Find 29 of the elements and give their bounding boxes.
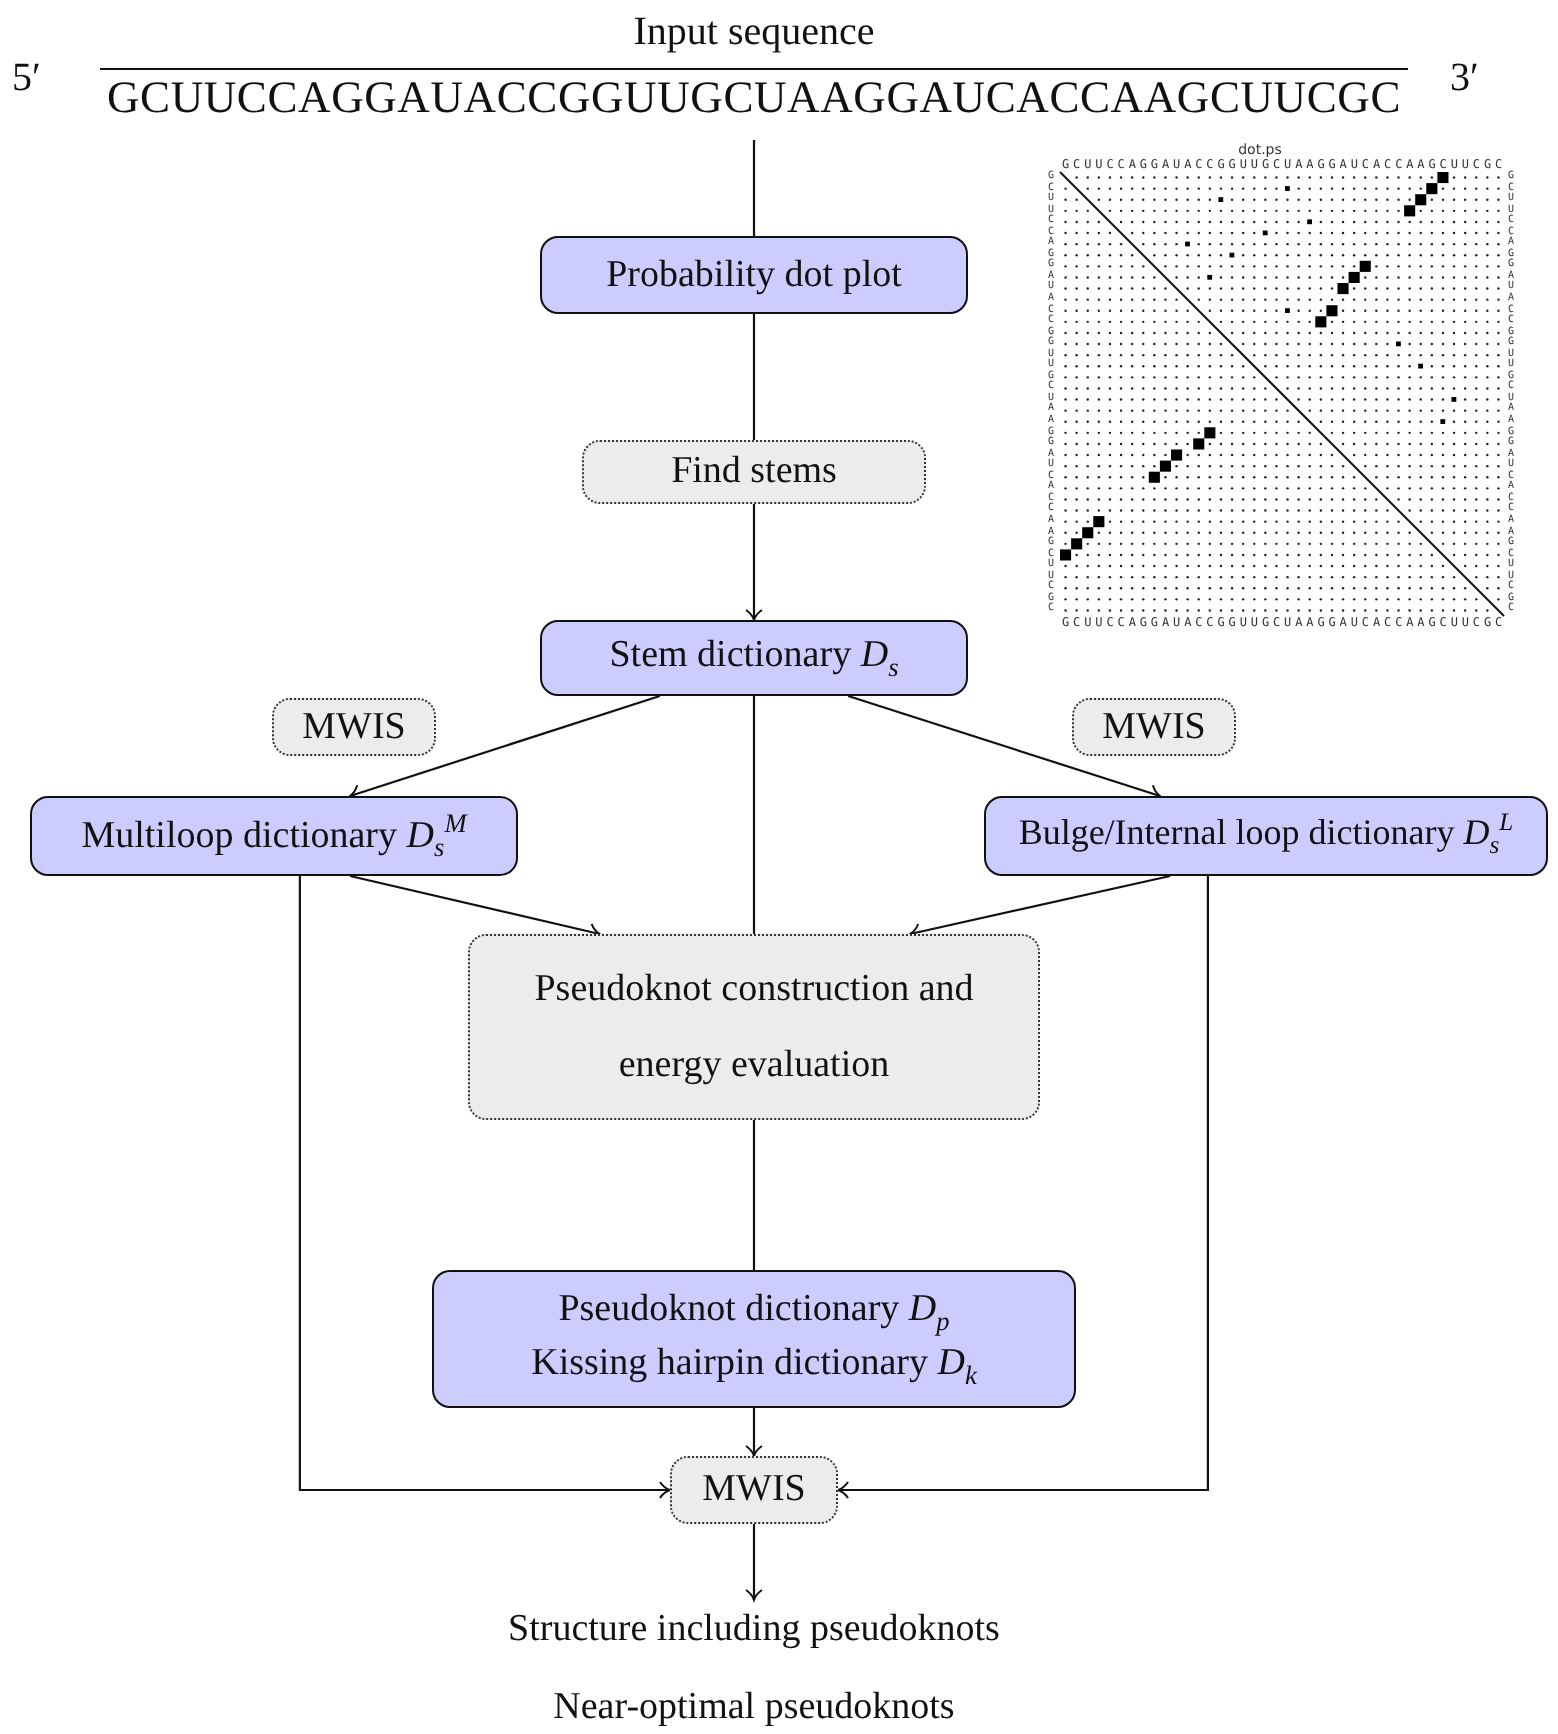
- connector-line: [752, 314, 756, 440]
- process-box: [432, 1270, 1076, 1408]
- box-label: Stem dictionary D$_{s}$: [609, 631, 899, 685]
- connector-line: [752, 696, 756, 934]
- step-box: [272, 698, 436, 756]
- box-label: MWIS: [302, 703, 406, 751]
- process-box: [984, 796, 1548, 876]
- sequence-text: GCUUCCAGGAUACCGGUUGCUAAGGAUCACCAAGCUUCGC: [100, 68, 1408, 126]
- step-box: [468, 934, 1040, 1120]
- step-box: [1072, 698, 1236, 756]
- output-text: Near-optimal pseudoknots: [553, 1683, 955, 1731]
- connector-line: [752, 1120, 756, 1270]
- box-label: Kissing hairpin dictionary D$_{k}$: [531, 1339, 977, 1392]
- process-box: [540, 620, 968, 696]
- process-box: [30, 796, 518, 876]
- connector-line: [752, 140, 756, 236]
- box-label: Find stems: [671, 448, 837, 496]
- strand-end-label: 3′: [1450, 54, 1479, 104]
- box-label: Pseudoknot construction and energy evaluation: [532, 965, 976, 1089]
- box-label: Probability dot plot: [606, 251, 902, 299]
- strand-end-label: 5′: [12, 54, 41, 104]
- box-label: MWIS: [1102, 703, 1206, 751]
- step-box: [670, 1456, 838, 1524]
- box-label: MWIS: [702, 1466, 806, 1514]
- sequence-heading: Input sequence: [633, 8, 875, 58]
- step-box: [582, 440, 926, 504]
- output-text: Structure including pseudoknots: [508, 1605, 1000, 1653]
- process-box: [540, 236, 968, 314]
- box-label: Pseudoknot dictionary D$_{p}$: [558, 1286, 950, 1339]
